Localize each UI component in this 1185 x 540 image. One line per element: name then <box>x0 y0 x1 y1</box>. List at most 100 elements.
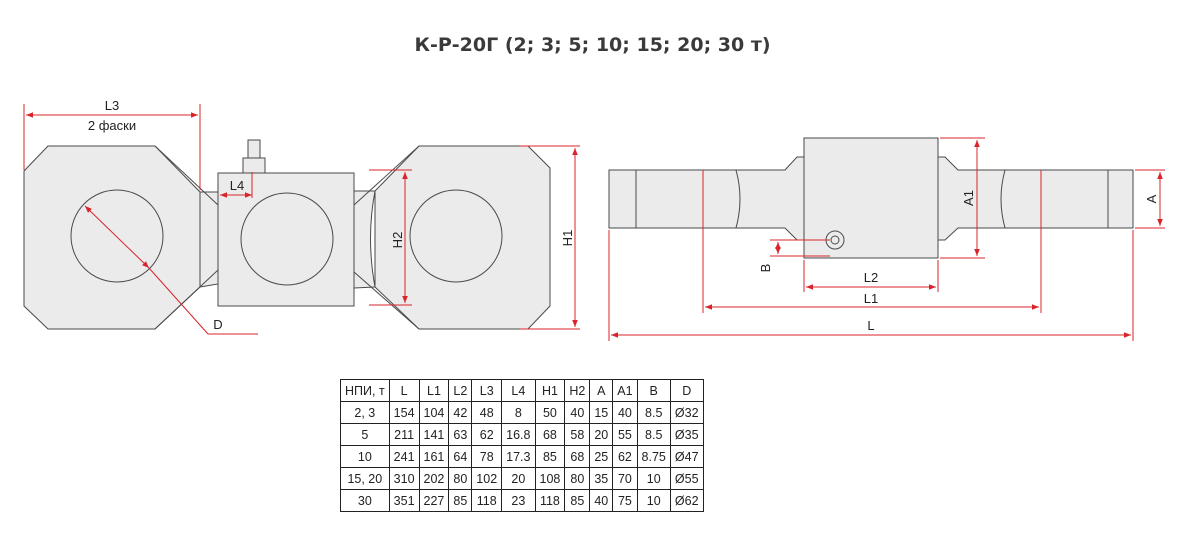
table-header-cell: L2 <box>448 379 473 402</box>
table-cell: 8.5 <box>636 401 671 424</box>
table-cell: 241 <box>388 445 420 468</box>
table-cell: 78 <box>471 445 503 468</box>
right-bore <box>409 189 503 283</box>
table-cell: 118 <box>471 489 503 512</box>
table-cell: 48 <box>471 401 503 424</box>
table-cell: 62 <box>612 445 638 468</box>
table-cell: 40 <box>612 401 638 424</box>
table-cell: Ø32 <box>669 401 704 424</box>
table-cell: 8.75 <box>636 445 671 468</box>
label-D: D <box>213 317 222 332</box>
label-L: L <box>867 318 874 333</box>
table-cell: 154 <box>388 401 420 424</box>
table-header-cell: L <box>388 379 420 402</box>
table-cell: Ø55 <box>669 467 704 490</box>
connector-pin <box>242 157 266 174</box>
table-header-cell: B <box>636 379 671 402</box>
table-cell: 227 <box>418 489 450 512</box>
table-cell: 10 <box>340 445 390 468</box>
label-L2: L2 <box>864 270 878 285</box>
table-cell: 15 <box>589 401 614 424</box>
table-cell: 351 <box>388 489 420 512</box>
table-cell: 15, 20 <box>340 467 390 490</box>
table-header-cell: A1 <box>612 379 638 402</box>
table-cell: 85 <box>564 489 591 512</box>
side-connector-inner <box>830 235 840 245</box>
table-cell: 75 <box>612 489 638 512</box>
table-cell: 62 <box>471 423 503 446</box>
table-cell: 118 <box>534 489 566 512</box>
right-end-plate <box>1107 169 1134 229</box>
table-cell: 20 <box>589 423 614 446</box>
front-view <box>23 139 551 330</box>
label-A1: A1 <box>961 190 976 206</box>
table-cell: Ø47 <box>669 445 704 468</box>
table-cell: 50 <box>534 401 566 424</box>
table-cell: Ø35 <box>669 423 704 446</box>
table-cell: 104 <box>418 401 450 424</box>
table-cell: 102 <box>471 467 503 490</box>
table-cell: 161 <box>418 445 450 468</box>
table-cell: 68 <box>534 423 566 446</box>
table-cell: 35 <box>589 467 614 490</box>
table-cell: 30 <box>340 489 390 512</box>
table-header-cell: НПИ, т <box>340 379 390 402</box>
table-cell: 40 <box>564 401 591 424</box>
left-shaft <box>635 156 805 241</box>
table-cell: 80 <box>448 467 473 490</box>
table-cell: 5 <box>340 423 390 446</box>
table-cell: 40 <box>589 489 614 512</box>
table-header-cell: L3 <box>471 379 503 402</box>
table-cell: 58 <box>564 423 591 446</box>
table-cell: 202 <box>418 467 450 490</box>
label-A: A <box>1144 194 1159 203</box>
right-neck <box>353 190 376 289</box>
table-header-cell: H2 <box>564 379 591 402</box>
table-cell: 10 <box>636 467 671 490</box>
label-B: B <box>758 264 773 273</box>
left-end-plate <box>608 169 637 229</box>
center-bore <box>240 192 334 286</box>
table-cell: 23 <box>501 489 536 512</box>
table-cell: 141 <box>418 423 450 446</box>
table-header-cell: D <box>669 379 704 402</box>
table-cell: 20 <box>501 467 536 490</box>
table-cell: 63 <box>448 423 473 446</box>
table-cell: 85 <box>448 489 473 512</box>
table-header-cell: H1 <box>534 379 566 402</box>
table-cell: 55 <box>612 423 638 446</box>
table-cell: 8.5 <box>636 423 671 446</box>
technical-drawing: L3 2 фаски L4 H2 H1 D A1 A B L2 L1 L <box>23 98 1165 341</box>
table-cell: 8 <box>501 401 536 424</box>
label-L3: L3 <box>105 98 119 113</box>
label-L4: L4 <box>230 178 244 193</box>
table-cell: 42 <box>448 401 473 424</box>
table-cell: 25 <box>589 445 614 468</box>
table-cell: 211 <box>388 423 420 446</box>
table-cell: 85 <box>534 445 566 468</box>
table-header-cell: L1 <box>418 379 450 402</box>
label-chamfers: 2 фаски <box>88 118 136 133</box>
label-H2: H2 <box>390 232 405 249</box>
table-cell: 16.8 <box>501 423 536 446</box>
table-cell: 80 <box>564 467 591 490</box>
drawing-title: К-Р-20Г (2; 3; 5; 10; 15; 20; 30 т) <box>414 34 771 56</box>
table-cell: 310 <box>388 467 420 490</box>
table-header-cell: L4 <box>501 379 536 402</box>
table-cell: Ø62 <box>669 489 704 512</box>
table-cell: 68 <box>564 445 591 468</box>
label-L1: L1 <box>864 291 878 306</box>
table-cell: 17.3 <box>501 445 536 468</box>
table-cell: 64 <box>448 445 473 468</box>
table-cell: 108 <box>534 467 566 490</box>
table-header-cell: A <box>589 379 614 402</box>
side-view <box>608 137 1134 259</box>
connector-head <box>247 139 261 159</box>
